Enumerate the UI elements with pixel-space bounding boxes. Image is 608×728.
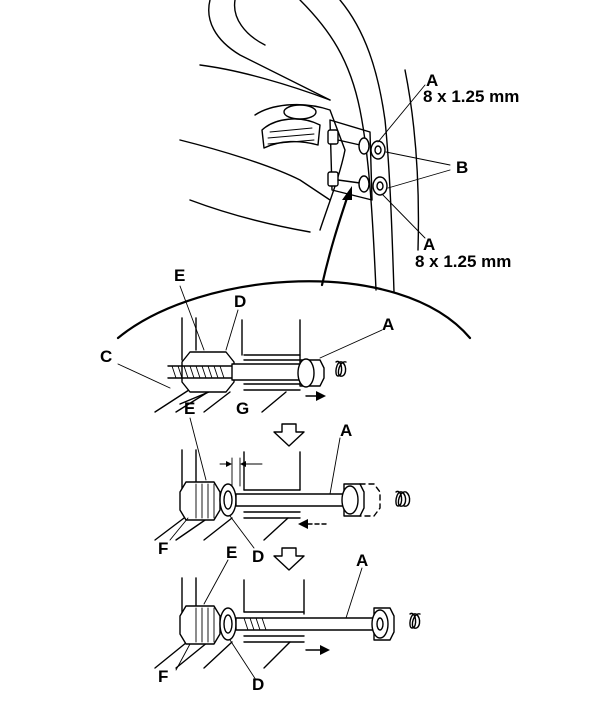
callout-a-bottom: A	[423, 235, 435, 254]
callout-e-step3: E	[226, 543, 237, 562]
zoom-circle-arc	[116, 280, 472, 340]
callout-e-step2: E	[184, 399, 195, 418]
callout-e-step1: E	[174, 266, 185, 285]
spec-bolt-size-bottom: 8 x 1.25 mm	[415, 252, 511, 271]
callout-c: C	[100, 347, 112, 366]
step-2-assembly	[154, 417, 411, 549]
callout-a-step3: A	[356, 551, 368, 570]
callout-f-step2: F	[158, 539, 168, 558]
callout-a-step2: A	[340, 421, 352, 440]
step-arrow-2	[273, 547, 305, 571]
step-3-assembly	[154, 559, 421, 681]
callout-d-step1: D	[234, 292, 246, 311]
callout-g: G	[236, 399, 249, 418]
callout-b: B	[456, 158, 468, 177]
callout-d-step3: D	[252, 675, 264, 694]
callout-a-step1: A	[382, 315, 394, 334]
callout-f-step3: F	[158, 667, 168, 686]
callout-a-top: A	[426, 71, 438, 90]
step-arrow-1	[273, 423, 305, 447]
vehicle-overview	[179, 0, 451, 293]
bolt-a-top	[337, 137, 386, 160]
step-1-assembly	[117, 285, 383, 413]
bolt-a-bottom	[337, 175, 388, 196]
spec-bolt-size-top: 8 x 1.25 mm	[423, 87, 519, 106]
callout-d-step2: D	[252, 547, 264, 566]
